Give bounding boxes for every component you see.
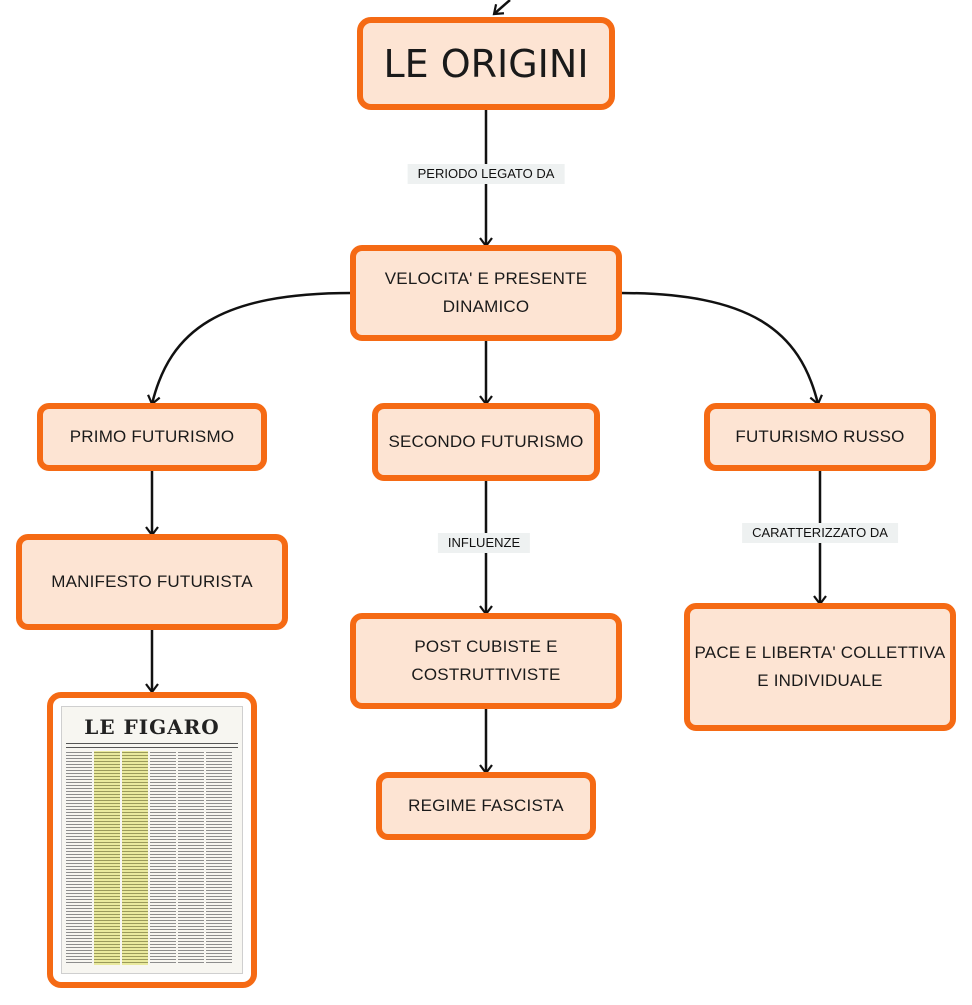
newspaper-column — [66, 751, 92, 965]
label-caratterizzato-da: CARATTERIZZATO DA — [742, 523, 898, 543]
node-secondo-futurismo[interactable]: SECONDO FUTURISMO — [372, 403, 600, 481]
newspaper-masthead: LE FIGARO — [84, 715, 220, 739]
newspaper-column — [150, 751, 176, 965]
edge-top-into-origini — [492, 0, 511, 16]
newspaper-column-highlighted — [94, 751, 120, 965]
edge-velocita-primo — [147, 291, 353, 406]
masthead-rule — [66, 743, 238, 744]
newspaper-column-highlighted — [122, 751, 148, 965]
label-periodo-legato-da: PERIODO LEGATO DA — [407, 164, 565, 184]
newspaper-page: LE FIGARO — [61, 706, 243, 974]
edge-velocita-russo — [619, 291, 823, 406]
node-velocita-presente-dinamico[interactable]: VELOCITA' E PRESENTE DINAMICO — [350, 245, 622, 341]
newspaper-column — [206, 751, 232, 965]
masthead-rule-2 — [66, 747, 238, 748]
node-post-cubiste-costruttiviste[interactable]: POST CUBISTE E COSTRUTTIVISTE — [350, 613, 622, 709]
node-primo-futurismo[interactable]: PRIMO FUTURISMO — [37, 403, 267, 471]
node-le-origini[interactable]: LE ORIGINI — [357, 17, 615, 110]
label-influenze: INFLUENZE — [437, 533, 531, 553]
node-manifesto-futurista[interactable]: MANIFESTO FUTURISTA — [16, 534, 288, 630]
node-futurismo-russo[interactable]: FUTURISMO RUSSO — [704, 403, 936, 471]
node-pace-liberta[interactable]: PACE E LIBERTA' COLLETTIVA E INDIVIDUALE — [684, 603, 956, 731]
newspaper-column — [178, 751, 204, 965]
le-figaro-newspaper-image: LE FIGARO — [47, 692, 257, 988]
node-regime-fascista[interactable]: REGIME FASCISTA — [376, 772, 596, 840]
